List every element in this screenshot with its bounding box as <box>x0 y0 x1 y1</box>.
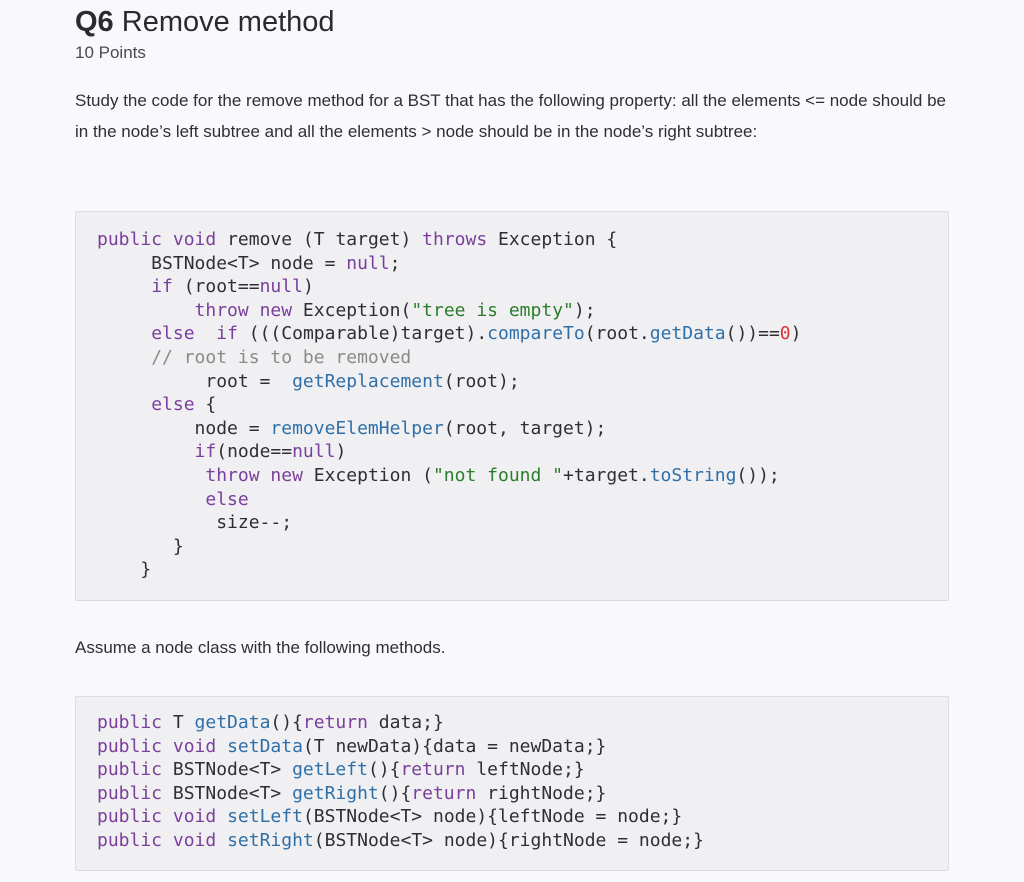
question-number: Q6 <box>75 6 114 38</box>
remove-method-code-block: public void remove (T target) throws Exc… <box>75 211 949 601</box>
intro-paragraph: Study the code for the remove method for… <box>75 91 946 141</box>
node-methods-code: public T getData(){return data;} public … <box>97 712 704 851</box>
question-heading: Q6 Remove method <box>75 4 335 40</box>
question-title: Remove method <box>121 6 335 38</box>
remove-method-code: public void remove (T target) throws Exc… <box>97 229 802 581</box>
assume-paragraph: Assume a node class with the following m… <box>75 638 446 657</box>
node-methods-code-block: public T getData(){return data;} public … <box>75 696 949 871</box>
question-points: 10 Points <box>75 43 146 62</box>
